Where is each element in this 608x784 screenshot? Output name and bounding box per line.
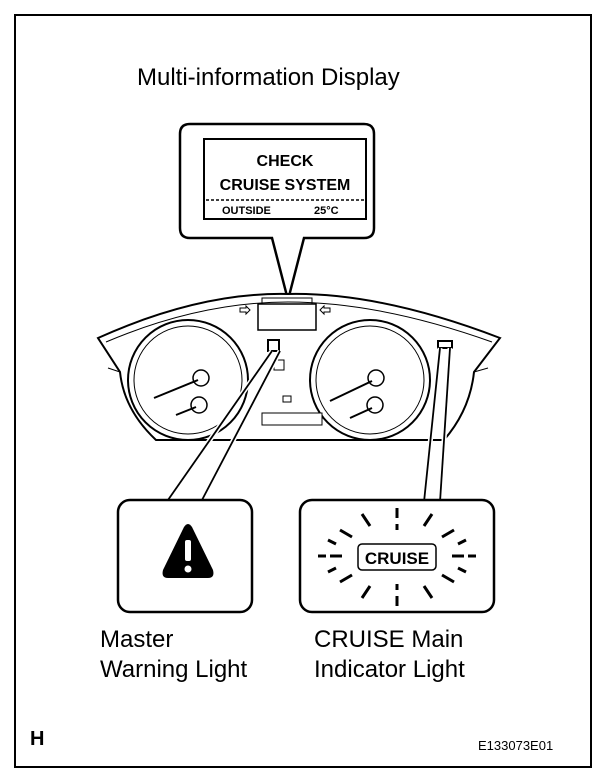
display-window <box>257 303 317 331</box>
master-warning-lamp <box>267 339 280 352</box>
display-status-left: OUTSIDE <box>222 205 271 217</box>
turn-left-arrow-icon <box>239 304 251 316</box>
cruise-icon-text: CRUISE <box>365 549 429 568</box>
master-warning-leader-left <box>167 350 273 501</box>
left-gauge <box>127 319 249 441</box>
cluster-inner-rim <box>105 301 493 343</box>
cruise-main-label-line1: CRUISE Main <box>314 626 464 653</box>
flashing-rays <box>318 508 476 606</box>
master-warning-label-line1: Master <box>100 626 174 653</box>
multi-information-display-label: Multi-information Display <box>137 64 400 91</box>
display-screen <box>203 138 367 220</box>
cruise-icon-badge <box>357 543 437 571</box>
display-line2: CRUISE SYSTEM <box>220 177 351 194</box>
figure-frame <box>14 14 592 768</box>
warning-triangle-icon <box>162 524 214 578</box>
right-gauge <box>309 319 431 441</box>
display-line1: CHECK <box>257 153 314 170</box>
cruise-leader-right <box>439 347 451 503</box>
turn-right-arrow-icon <box>319 304 331 316</box>
display-status-right: 25°C <box>314 205 339 217</box>
master-warning-label-line2: Warning Light <box>100 656 248 683</box>
figure-code: E133073E01 <box>478 738 554 753</box>
cruise-leader-left <box>423 347 441 503</box>
corner-letter: H <box>30 728 45 750</box>
cruise-main-label-line2: Indicator Light <box>314 656 465 683</box>
master-warning-leader-right <box>201 350 281 501</box>
cruise-indicator-lamp <box>437 340 453 349</box>
